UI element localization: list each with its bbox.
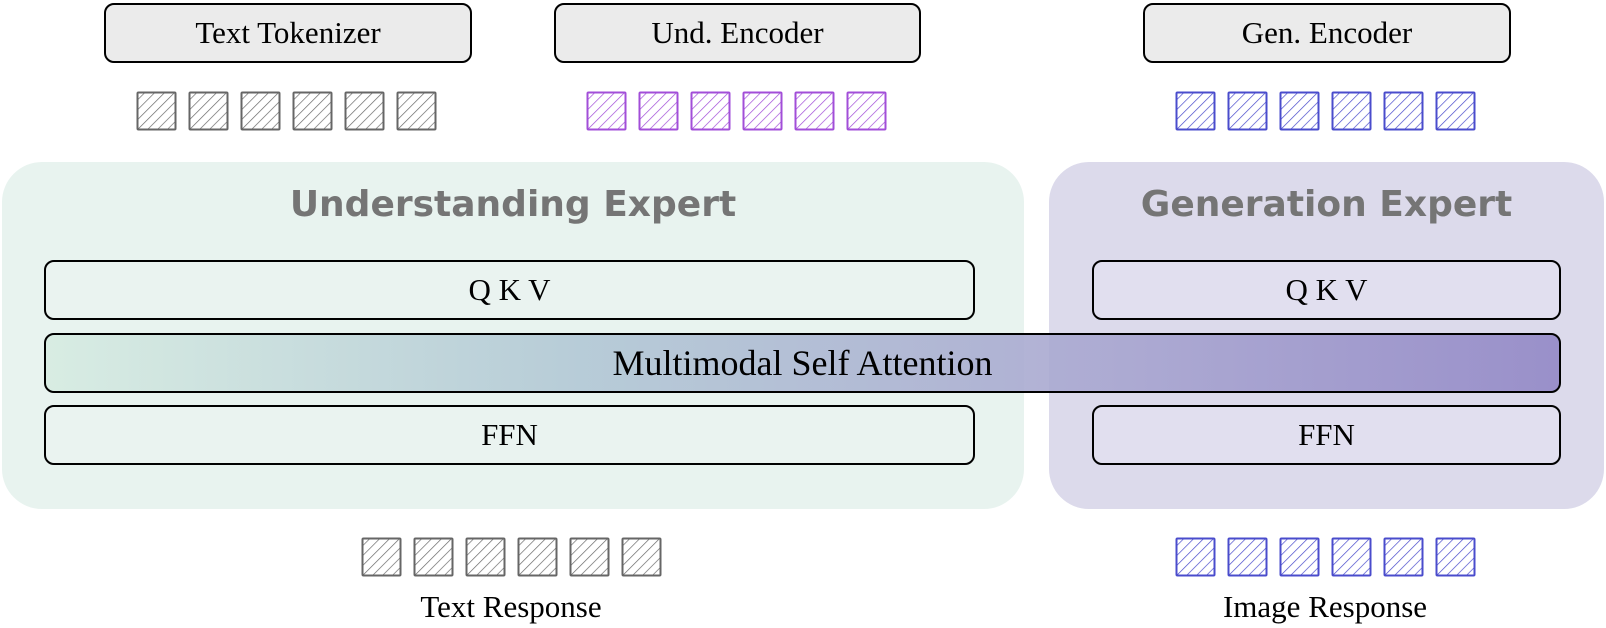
token-square	[1175, 91, 1216, 131]
token-square	[396, 91, 437, 131]
understanding-qkv-box: Q K V	[44, 260, 975, 320]
gen-encoder-box: Gen. Encoder	[1143, 3, 1511, 63]
text-output-tokens	[361, 537, 662, 577]
token-square	[846, 91, 887, 131]
gen-input-tokens	[1175, 91, 1476, 131]
token-square	[1435, 91, 1476, 131]
und-encoder-box: Und. Encoder	[554, 3, 921, 63]
token-square	[1279, 91, 1320, 131]
token-square	[1331, 537, 1372, 577]
token-square	[344, 91, 385, 131]
image-response-label: Image Response	[1222, 589, 1428, 624]
image-output-tokens	[1175, 537, 1476, 577]
token-square	[742, 91, 783, 131]
token-square	[1227, 91, 1268, 131]
token-square	[586, 91, 627, 131]
token-square	[621, 537, 662, 577]
token-square	[794, 91, 835, 131]
token-square	[361, 537, 402, 577]
token-square	[188, 91, 229, 131]
token-square	[292, 91, 333, 131]
token-square	[569, 537, 610, 577]
generation-ffn-box: FFN	[1092, 405, 1561, 465]
generation-qkv-box: Q K V	[1092, 260, 1561, 320]
generation-expert-title: Generation Expert	[1140, 184, 1513, 225]
token-square	[1383, 537, 1424, 577]
token-square	[1175, 537, 1216, 577]
text-input-tokens	[136, 91, 437, 131]
token-square	[690, 91, 731, 131]
token-square	[1331, 91, 1372, 131]
understanding-ffn-box: FFN	[44, 405, 975, 465]
text-tokenizer-box: Text Tokenizer	[104, 3, 472, 63]
und-input-tokens	[586, 91, 887, 131]
token-square	[413, 537, 454, 577]
token-square	[136, 91, 177, 131]
multimodal-self-attention-box: Multimodal Self Attention	[44, 333, 1561, 393]
token-square	[240, 91, 281, 131]
token-square	[1227, 537, 1268, 577]
token-square	[465, 537, 506, 577]
understanding-expert-title: Understanding Expert	[289, 184, 737, 225]
token-square	[638, 91, 679, 131]
token-square	[517, 537, 558, 577]
token-square	[1435, 537, 1476, 577]
text-response-label: Text Response	[420, 589, 602, 624]
token-square	[1279, 537, 1320, 577]
token-square	[1383, 91, 1424, 131]
